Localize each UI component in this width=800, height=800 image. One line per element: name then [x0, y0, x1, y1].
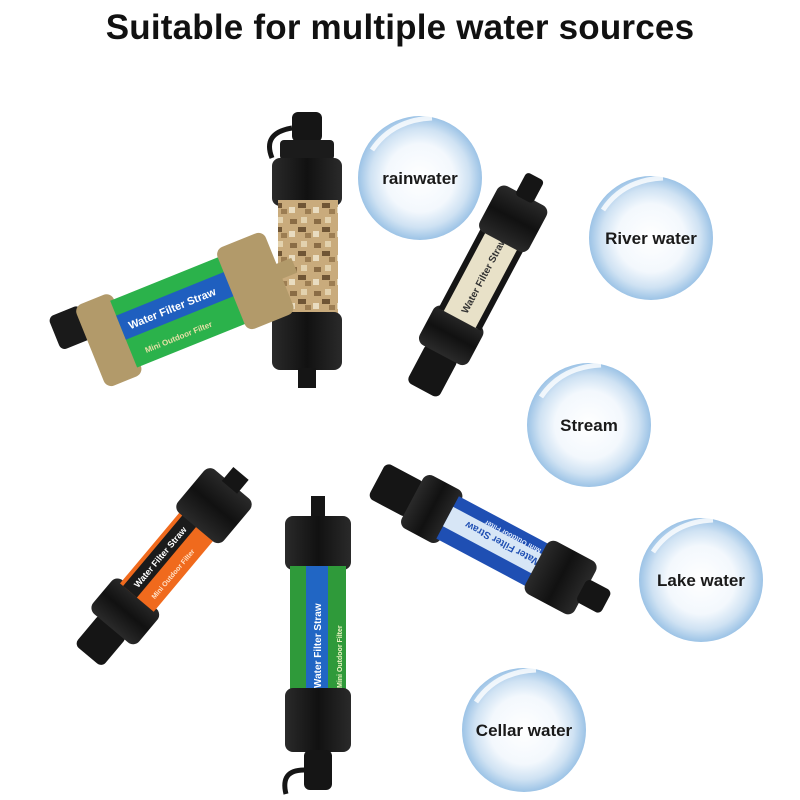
headline: Suitable for multiple water sources	[105, 8, 695, 47]
filter-straw-green: Water Filter Straw Mini Outdoor Filter	[282, 496, 351, 795]
label-lake-water: Lake water	[657, 571, 745, 590]
filter-straw-tan-green: Water Filter Straw Mini Outdoor Filter	[49, 232, 298, 387]
filter-straw-camo	[267, 112, 342, 388]
filter-straw-black-clear: Water Filter Straw	[408, 173, 548, 397]
water-bubble-river	[589, 175, 713, 300]
water-bubble-rainwater	[358, 115, 482, 240]
green-straw-subtitle: Mini Outdoor Filter	[337, 625, 344, 688]
filter-straw-orange: Water Filter Straw Mini Outdoor Filter	[76, 467, 252, 665]
label-river-water: River water	[605, 229, 697, 248]
label-cellar-water: Cellar water	[475, 721, 573, 740]
water-bubble-stream	[527, 362, 651, 487]
label-stream: Stream	[560, 416, 618, 435]
label-rainwater: rainwater	[382, 169, 458, 188]
water-bubble-cellar	[462, 667, 586, 792]
water-bubble-lake	[639, 517, 763, 642]
green-straw-brand: Water Filter Straw	[313, 603, 324, 688]
filter-straw-blue: Water Filter Straw Mini Outdoor Filter	[369, 464, 611, 615]
